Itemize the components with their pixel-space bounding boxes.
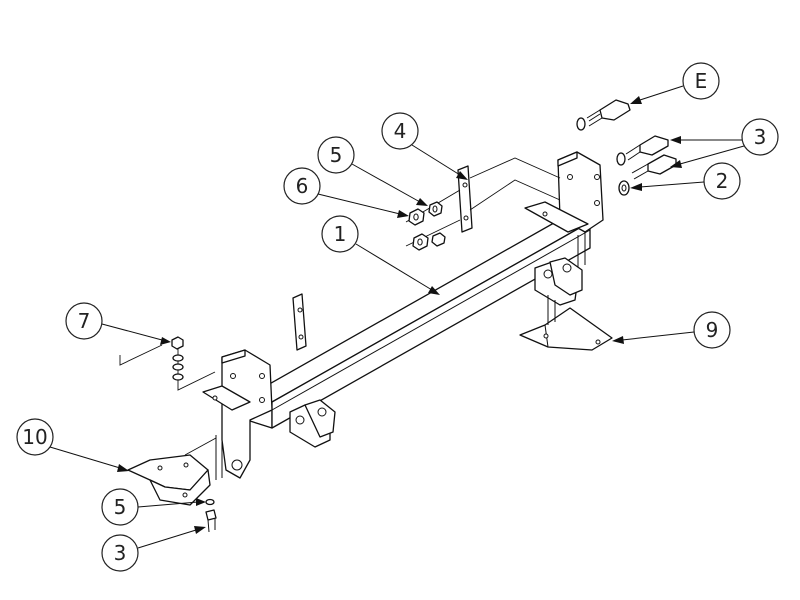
svg-text:7: 7 (78, 309, 91, 333)
left-mounting-bracket (202, 349, 273, 480)
callout-2: 2 (630, 162, 741, 200)
callout-3-right: 3 (670, 118, 779, 168)
svg-text:6: 6 (296, 174, 309, 198)
svg-text:3: 3 (754, 125, 767, 149)
callout-9: 9 (612, 311, 731, 349)
left-lower-plate (127, 454, 211, 506)
phantom-assembly-lines (119, 157, 561, 456)
center-small-strap (292, 293, 307, 351)
svg-text:4: 4 (394, 119, 407, 143)
callout-10: 10 (16, 418, 129, 472)
vertical-strap (457, 165, 473, 233)
svg-text:1: 1 (334, 222, 347, 246)
center-nuts (408, 201, 446, 251)
left-clevis (289, 399, 336, 448)
svg-text:2: 2 (716, 169, 729, 193)
svg-text:9: 9 (706, 318, 719, 342)
callout-4: 4 (381, 112, 468, 180)
left-hardware (171, 336, 217, 533)
callout-3-left: 3 (101, 526, 206, 572)
callout-E: E (630, 62, 720, 104)
callout-1: 1 (321, 215, 440, 295)
right-clevis (534, 257, 583, 306)
callout-7: 7 (65, 302, 171, 345)
svg-text:3: 3 (114, 541, 127, 565)
right-lower-plate (519, 295, 613, 351)
right-hardware (576, 99, 677, 196)
svg-text:5: 5 (114, 495, 127, 519)
svg-text:10: 10 (22, 425, 47, 449)
callout-5-lower: 5 (101, 488, 206, 526)
callout-5-upper: 5 (317, 136, 428, 206)
svg-text:E: E (695, 69, 708, 93)
right-mounting-bracket (524, 151, 604, 268)
callout-6: 6 (283, 167, 409, 218)
svg-text:5: 5 (330, 143, 343, 167)
